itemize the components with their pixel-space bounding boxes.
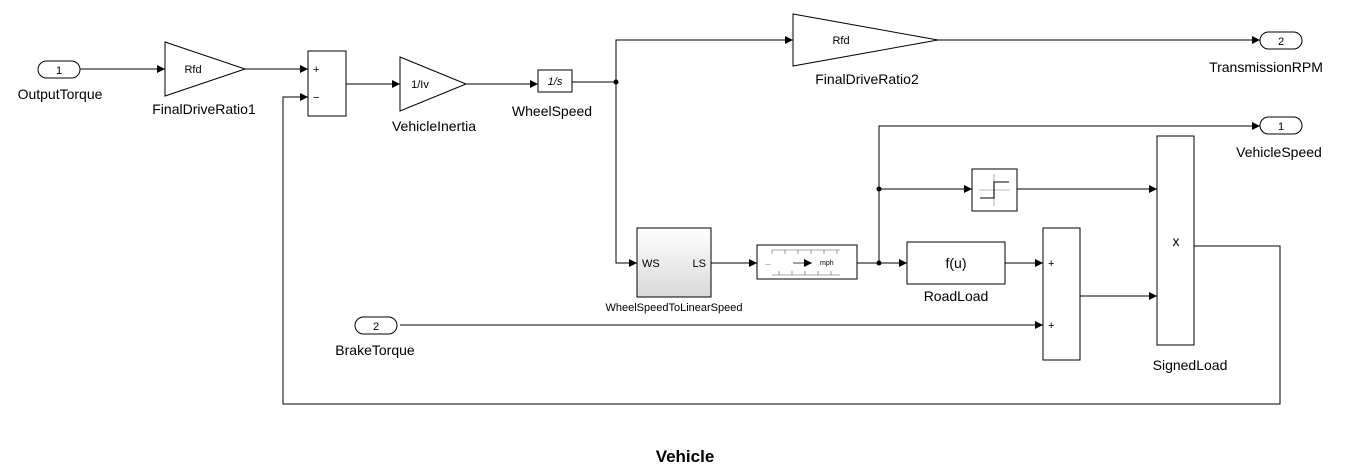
- svg-text:mph: mph: [820, 260, 834, 267]
- branch-point: [876, 186, 882, 192]
- inport-label: BrakeTorque: [335, 342, 415, 358]
- branch-point: [876, 260, 882, 266]
- inport-label: OutputTorque: [18, 86, 103, 102]
- unit-conversion-block[interactable]: ... mph: [756, 244, 858, 280]
- wire-to-fdr2[interactable]: [615, 36, 793, 82]
- block-label: RoadLoad: [924, 288, 989, 304]
- svg-text:2: 2: [1278, 36, 1284, 48]
- svg-text:f(u): f(u): [946, 255, 967, 271]
- wire-to-wheelspeed-converter[interactable]: [615, 82, 637, 267]
- svg-text:+: +: [1048, 258, 1054, 270]
- wire-feedback-signedload[interactable]: [282, 93, 1281, 405]
- svg-text:1/Iv: 1/Iv: [411, 79, 429, 91]
- svg-text:Rfd: Rfd: [184, 64, 201, 76]
- svg-text:x: x: [1173, 233, 1180, 249]
- gauge-ticks-icon: [771, 249, 840, 276]
- svg-text:1: 1: [1278, 121, 1284, 133]
- svg-text:−: −: [313, 92, 319, 104]
- block-label: FinalDriveRatio1: [152, 101, 256, 117]
- branch-point: [613, 79, 619, 85]
- svg-text:...: ...: [765, 260, 771, 267]
- block-label: WheelSpeed: [512, 103, 592, 119]
- svg-text:WS: WS: [642, 258, 660, 270]
- block-label: WheelSpeedToLinearSpeed: [606, 302, 743, 314]
- block-label: SignedLoad: [1153, 357, 1228, 373]
- inport-outputtorque[interactable]: 1 OutputTorque: [18, 60, 103, 102]
- svg-text:+: +: [1048, 320, 1054, 332]
- svg-text:+: +: [313, 64, 319, 76]
- gain-vehicle-inertia[interactable]: 1/Iv VehicleInertia: [392, 56, 476, 134]
- svg-text:1/s: 1/s: [548, 76, 563, 88]
- product-signed-load[interactable]: x SignedLoad: [1153, 135, 1228, 373]
- gain-final-drive-ratio2[interactable]: Rfd FinalDriveRatio2: [792, 13, 939, 87]
- outport-vehicle-speed[interactable]: 1 VehicleSpeed: [1236, 116, 1322, 160]
- sign-block[interactable]: [971, 168, 1018, 212]
- wire-to-vehiclespeed[interactable]: [878, 122, 1260, 263]
- block-label: VehicleInertia: [392, 118, 476, 134]
- block-label: FinalDriveRatio2: [815, 71, 919, 87]
- signal-lines: [80, 36, 1281, 405]
- sum-load[interactable]: + +: [1042, 227, 1081, 361]
- svg-text:2: 2: [373, 321, 379, 333]
- outport-label: VehicleSpeed: [1236, 144, 1322, 160]
- step-icon: [979, 174, 1010, 206]
- function-road-load[interactable]: f(u) RoadLoad: [906, 241, 1006, 304]
- svg-text:LS: LS: [693, 258, 706, 270]
- integrator-wheel-speed[interactable]: 1/s WheelSpeed: [512, 69, 592, 119]
- inport-braketorque[interactable]: 2 BrakeTorque: [335, 316, 415, 358]
- diagram-title: Vehicle: [656, 447, 715, 465]
- svg-text:1: 1: [56, 65, 62, 77]
- subsystem-wheelspeed-to-linearspeed[interactable]: WS LS WheelSpeedToLinearSpeed: [606, 227, 743, 314]
- sum-torque[interactable]: + −: [307, 50, 347, 117]
- svg-text:Rfd: Rfd: [832, 35, 849, 47]
- outport-transmission-rpm[interactable]: 2 TransmissionRPM: [1209, 31, 1323, 75]
- outport-label: TransmissionRPM: [1209, 59, 1323, 75]
- gain-final-drive-ratio1[interactable]: Rfd FinalDriveRatio1: [152, 41, 256, 117]
